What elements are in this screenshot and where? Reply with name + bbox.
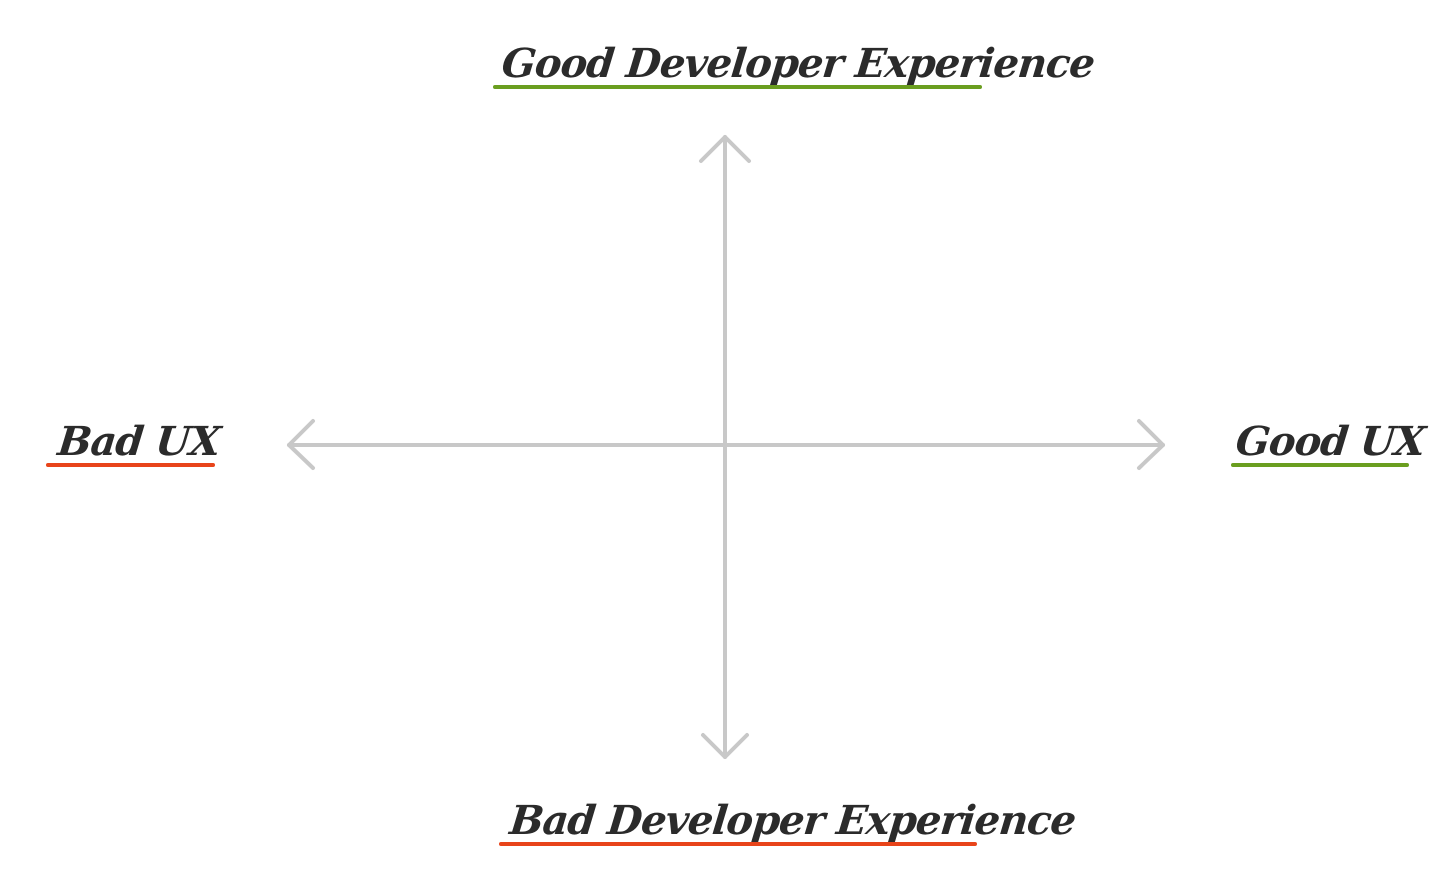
right-axis-label: Good UX [1233, 418, 1427, 465]
vertical-axis-bottom-arrowhead [701, 733, 749, 759]
bottom-axis-label: Bad Developer Experience [507, 797, 1078, 844]
top-axis-label: Good Developer Experience [499, 40, 1097, 87]
bottom-axis-label-underline [499, 842, 977, 846]
left-axis-label: Bad UX [55, 418, 223, 465]
vertical-axis-top-arrowhead [699, 135, 751, 163]
left-axis-label-underline [46, 463, 215, 467]
right-axis-label-underline [1231, 463, 1409, 467]
horizontal-axis-left-arrowhead [287, 419, 315, 470]
top-axis-label-underline [493, 85, 982, 89]
horizontal-axis-right-arrowhead [1137, 419, 1165, 470]
